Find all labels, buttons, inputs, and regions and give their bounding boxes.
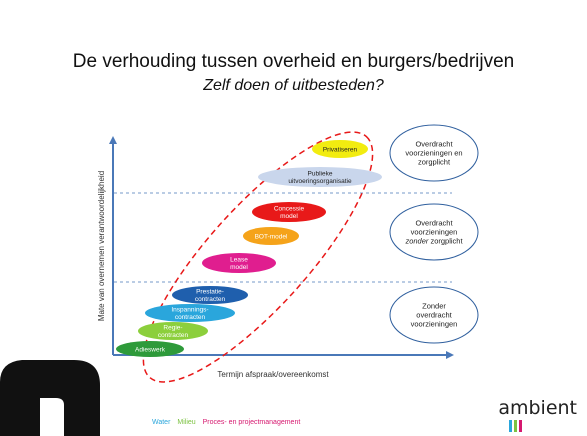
- contract-type-label: Privatiseren: [323, 146, 358, 153]
- contract-type-oval: [116, 341, 184, 357]
- contract-type-label: BOT-model: [255, 233, 288, 240]
- contract-type-label: Adieswerk: [135, 346, 166, 353]
- contract-type-oval: [145, 304, 235, 322]
- contract-type-label: Regie-contracten: [158, 325, 189, 340]
- footer-item-milieu: Milieu: [177, 419, 196, 426]
- zone-ellipse: [389, 124, 479, 182]
- contract-type-oval: [202, 253, 276, 273]
- contract-type-oval: [252, 202, 326, 222]
- contract-type-oval: [138, 322, 208, 340]
- brand-bar: [509, 420, 512, 432]
- contract-type-oval: [172, 286, 248, 304]
- zone-ellipse: [389, 203, 479, 261]
- contract-type-oval: [312, 140, 368, 158]
- grouping-loop: [142, 131, 374, 383]
- brand-bars: [509, 420, 522, 432]
- footer-item-proces: Proces- en projectmanagement: [202, 419, 301, 426]
- brand-bar: [519, 420, 522, 432]
- brand-bar: [514, 420, 517, 432]
- brand-logo: ambient: [498, 397, 577, 419]
- slide-title: De verhouding tussen overheid en burgers…: [72, 51, 515, 72]
- decorative-shape: [0, 360, 100, 436]
- footer-item-water: Water: [152, 419, 171, 426]
- contract-type-oval: [258, 167, 382, 187]
- contract-type-label: Prestatie-contracten: [195, 289, 226, 304]
- x-axis-label: Termijn afspraak/overeenkomst: [217, 370, 329, 379]
- zone-ellipse: [389, 286, 479, 344]
- slide-subtitle: Zelf doen of uitbesteden?: [203, 77, 384, 94]
- contract-type-oval: [243, 227, 299, 245]
- footer-links: Water Milieu Proces- en projectmanagemen…: [152, 419, 305, 426]
- y-axis-label: Mate van overnemen verantwoordelijkheid: [97, 171, 106, 321]
- contract-type-label: Inspannings-contracten: [171, 307, 208, 322]
